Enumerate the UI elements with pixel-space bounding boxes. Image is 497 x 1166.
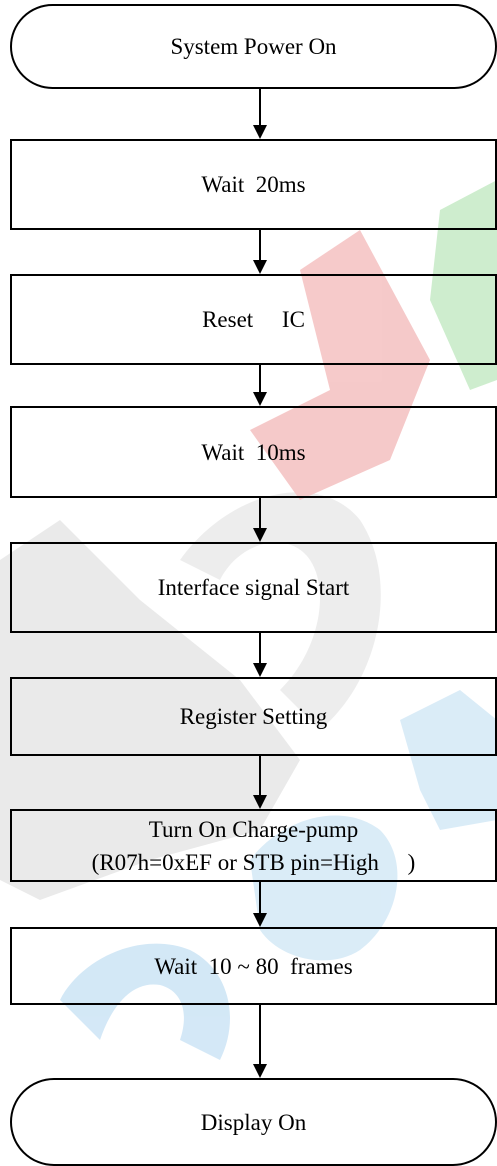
watermark-blue-shape-3 bbox=[400, 690, 497, 830]
flow-step-label: Turn On Charge-pump bbox=[148, 816, 359, 842]
flow-step-7: Turn On Charge-pump (R07h=0xEF or STB pin… bbox=[10, 809, 497, 882]
flow-step-sublabel: (R07h=0xEF or STB pin=High ) bbox=[91, 849, 416, 875]
flow-step-2: Wait 20ms bbox=[10, 139, 497, 230]
flow-step-label: Register Setting bbox=[179, 704, 328, 729]
watermark-blue-shape-2 bbox=[250, 815, 398, 961]
flow-step-6: Register Setting bbox=[10, 677, 497, 756]
flow-step-3: Reset IC bbox=[10, 274, 497, 365]
flow-step-5: Interface signal Start bbox=[10, 542, 497, 633]
connector-arrow-line bbox=[259, 1005, 261, 1066]
flow-step-label: Wait 10 ~ 80 frames bbox=[154, 953, 353, 979]
connector-arrow-line bbox=[259, 633, 261, 665]
flow-step-label: Wait 20ms bbox=[201, 172, 306, 197]
connector-arrow-line bbox=[259, 498, 261, 530]
arrow-head-icon bbox=[253, 528, 267, 542]
flow-step-label: Display On bbox=[200, 1109, 307, 1135]
connector-arrow-line bbox=[259, 882, 261, 915]
watermark-red-shape bbox=[250, 230, 430, 500]
arrow-head-icon bbox=[253, 1064, 267, 1078]
flow-step-label: Reset IC bbox=[202, 307, 305, 332]
flow-step-label: System Power On bbox=[170, 34, 337, 59]
arrow-head-icon bbox=[253, 260, 267, 274]
arrow-head-icon bbox=[253, 663, 267, 677]
arrow-head-icon bbox=[253, 125, 267, 139]
arrow-head-icon bbox=[253, 392, 267, 406]
watermark-blue-shape-1 bbox=[60, 943, 230, 1060]
connector-arrow-line bbox=[259, 230, 261, 262]
arrow-head-icon bbox=[253, 913, 267, 927]
flow-step-1: System Power On bbox=[10, 4, 497, 89]
watermark-gray-ring bbox=[180, 492, 381, 730]
arrow-head-icon bbox=[253, 795, 267, 809]
flow-step-4: Wait 10ms bbox=[10, 406, 497, 498]
watermark-green-shape bbox=[430, 180, 497, 390]
flow-step-label: Interface signal Start bbox=[157, 575, 350, 600]
connector-arrow-line bbox=[259, 89, 261, 127]
watermark-letters bbox=[0, 180, 497, 1060]
flow-step-9: Display On bbox=[10, 1078, 497, 1166]
flow-step-8: Wait 10 ~ 80 frames bbox=[10, 927, 497, 1005]
connector-arrow-line bbox=[259, 756, 261, 797]
flow-step-label: Wait 10ms bbox=[201, 439, 306, 465]
connector-arrow-line bbox=[259, 365, 261, 394]
watermark-gray-shape bbox=[0, 520, 300, 900]
